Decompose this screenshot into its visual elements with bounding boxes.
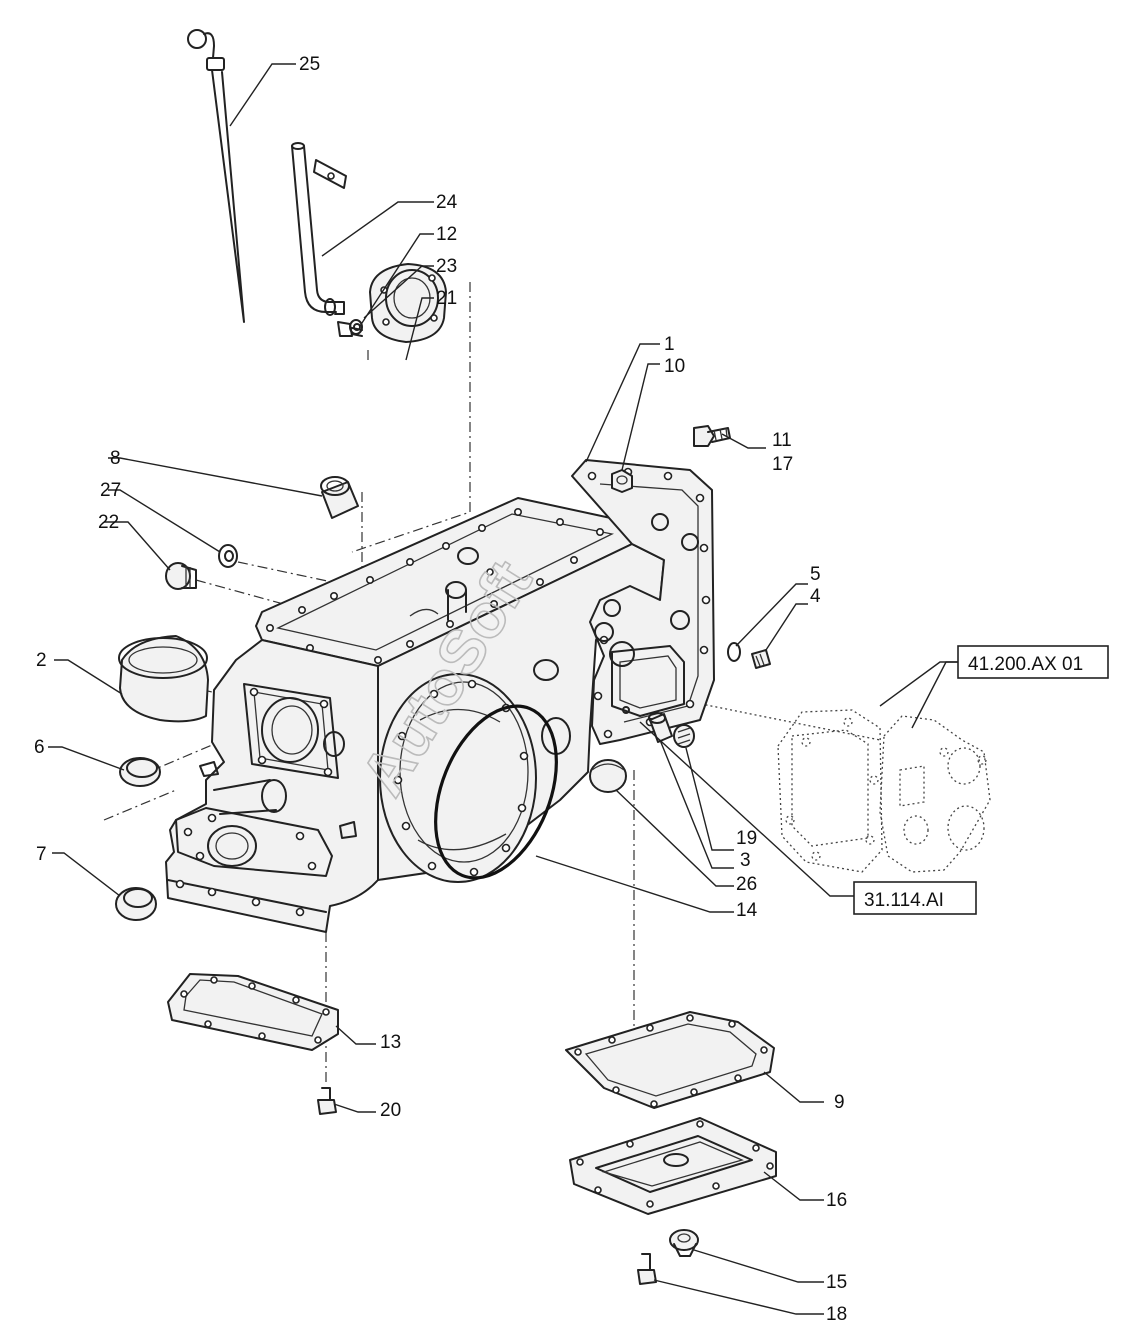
callout-27: 27 (100, 480, 121, 501)
callout-8: 8 (110, 448, 121, 469)
callout-3: 3 (740, 850, 751, 871)
callout-5: 5 (810, 564, 821, 585)
oring-5 (727, 642, 741, 662)
reference-label-top: 41.200.AX 01 (968, 654, 1083, 675)
callout-4: 4 (810, 586, 821, 607)
transmission-housing (165, 459, 715, 933)
reference-box-top: 41.200.AX 01 (957, 645, 1109, 679)
plug-19 (673, 724, 695, 748)
callout-9: 9 (834, 1092, 845, 1113)
callout-1: 1 (664, 334, 675, 355)
bushing-3 (648, 712, 673, 743)
callout-25: 25 (299, 54, 320, 75)
seal-7 (115, 887, 157, 921)
seal-6 (119, 757, 161, 787)
callout-23: 23 (436, 256, 457, 277)
leader-lines (48, 63, 958, 1315)
fitting-23 (349, 319, 363, 335)
bolt-20 (317, 1087, 337, 1115)
callout-26: 26 (736, 874, 757, 895)
callout-22: 22 (98, 512, 119, 533)
nut-10 (611, 469, 633, 493)
plug-4 (751, 649, 771, 669)
filler-tube (291, 142, 347, 316)
callout-17: 17 (772, 454, 793, 475)
plug-22 (165, 562, 197, 590)
bolt-11 (693, 425, 731, 447)
washer-27 (218, 544, 238, 568)
dipstick (187, 29, 245, 323)
oring-14 (434, 704, 558, 880)
callout-11: 11 (772, 430, 792, 451)
reference-label-bottom: 31.114.AI (864, 890, 944, 911)
reference-assembly-outline (777, 709, 991, 873)
sleeve-2 (118, 635, 209, 723)
callout-15: 15 (826, 1272, 847, 1293)
gasket-9 (565, 1011, 775, 1109)
callout-6: 6 (34, 737, 45, 758)
callout-24: 24 (436, 192, 458, 213)
bolt-18 (637, 1253, 657, 1285)
callout-14: 14 (736, 900, 758, 921)
callout-20: 20 (380, 1100, 401, 1121)
callout-7: 7 (36, 844, 47, 865)
cap-26 (589, 759, 627, 793)
callout-2: 2 (36, 650, 47, 671)
callout-18: 18 (826, 1304, 847, 1325)
reference-box-bottom: 31.114.AI (853, 881, 977, 915)
callout-13: 13 (380, 1032, 401, 1053)
callout-12: 12 (436, 224, 457, 245)
callout-16: 16 (826, 1190, 847, 1211)
drain-plug-15 (669, 1229, 699, 1257)
cover-13 (167, 973, 339, 1051)
bushing-8 (320, 476, 359, 519)
oil-pan-16 (569, 1117, 777, 1215)
callout-19: 19 (736, 828, 757, 849)
callout-21: 21 (436, 288, 457, 309)
callout-labels: 25 24 12 23 21 1 10 11 17 8 27 22 5 4 2 … (34, 54, 847, 1325)
callout-10: 10 (664, 356, 685, 377)
